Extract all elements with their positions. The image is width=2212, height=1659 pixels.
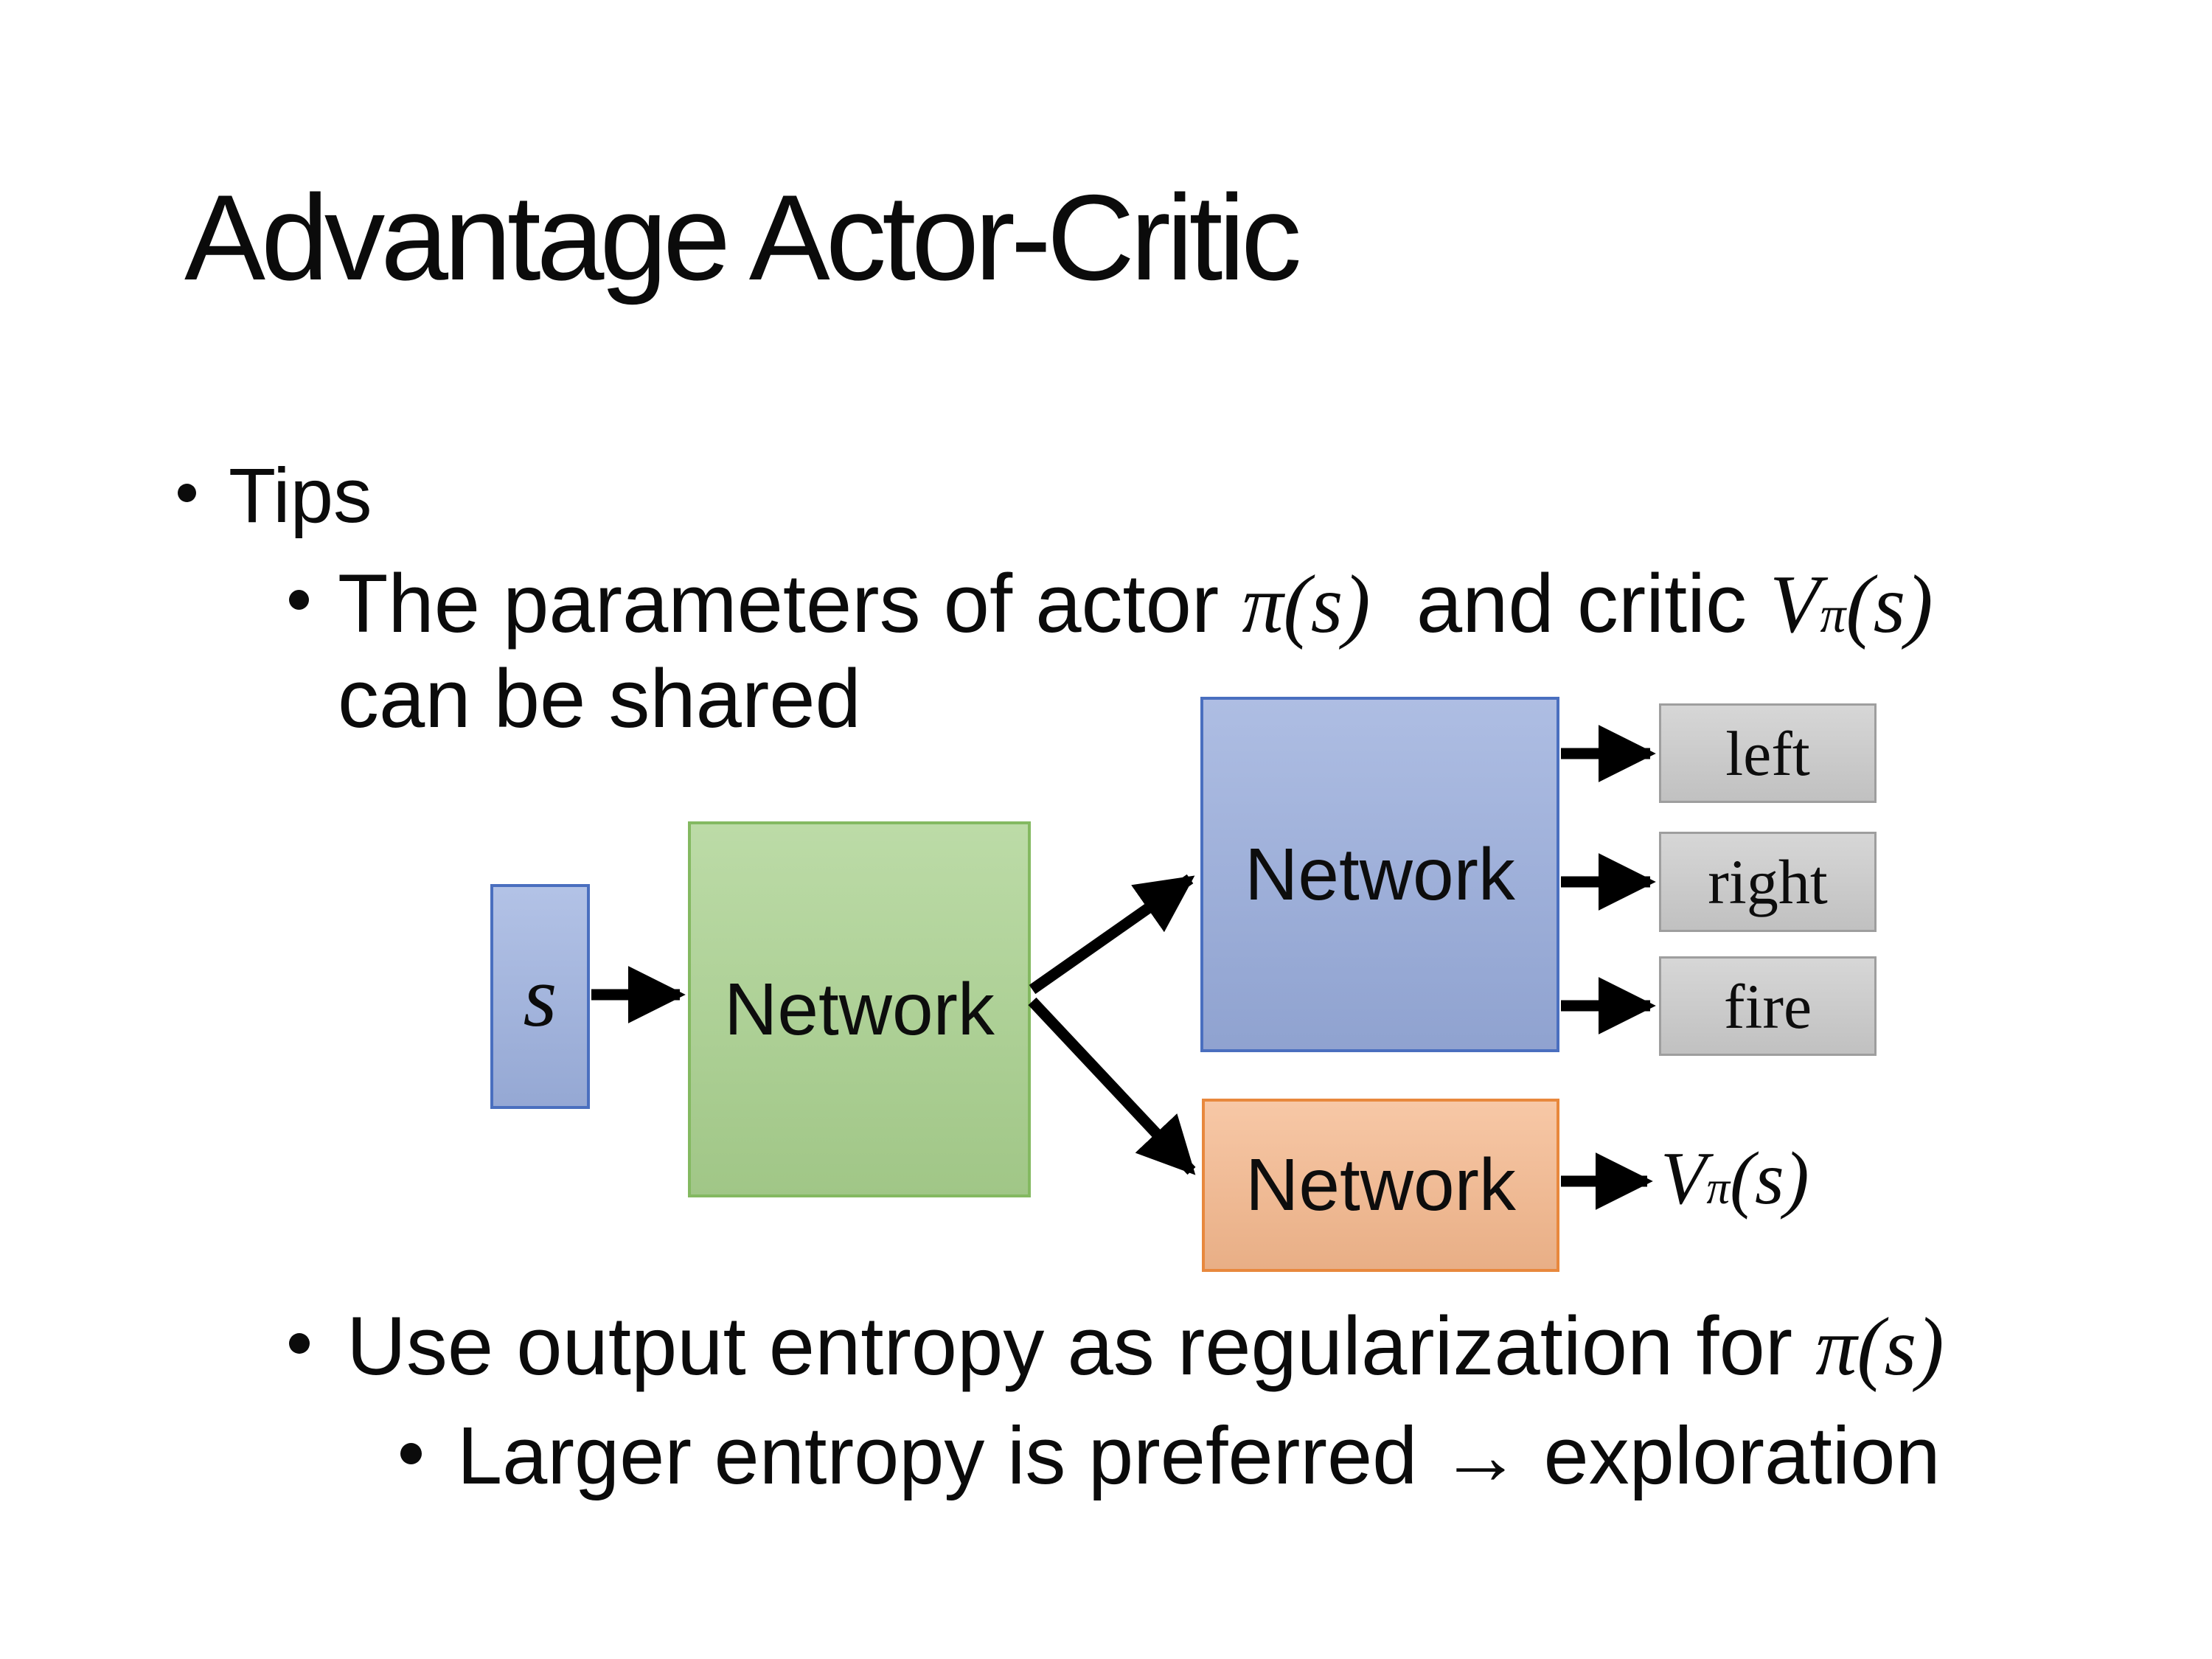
critic-network-label: Network bbox=[1245, 1144, 1516, 1226]
critic-v-math: Vπ(s) bbox=[1770, 559, 1933, 650]
larger-entropy-text: Larger entropy is preferred → exploratio… bbox=[457, 1411, 1941, 1501]
value-output-label: Vπ(s) bbox=[1660, 1141, 1809, 1217]
parameters-text: The parameters of actor bbox=[338, 557, 1242, 650]
output-label-left: left bbox=[1725, 717, 1810, 789]
bullet-icon bbox=[178, 484, 196, 502]
shared-network-label: Network bbox=[724, 967, 995, 1051]
arrow-shared-to-actor bbox=[1029, 874, 1195, 995]
parameters-middle-text: and critic bbox=[1370, 557, 1770, 650]
state-box: s bbox=[490, 884, 590, 1109]
value-args: (s) bbox=[1730, 1137, 1809, 1220]
bullet-parameters-line1: The parameters of actor π(s) and critic … bbox=[289, 563, 1933, 646]
shared-network-box: Network bbox=[688, 821, 1031, 1197]
critic-v-sup: π bbox=[1820, 587, 1846, 644]
output-box-left: left bbox=[1659, 703, 1877, 803]
bullet-parameters-line2: can be shared bbox=[338, 658, 861, 740]
value-sup: π bbox=[1706, 1162, 1730, 1214]
actor-network-box: Network bbox=[1200, 697, 1559, 1052]
actor-network-label: Network bbox=[1245, 832, 1515, 916]
state-label: s bbox=[523, 947, 557, 1045]
can-be-shared-text: can be shared bbox=[338, 653, 861, 745]
entropy-text: Use output entropy as regularization for bbox=[347, 1300, 1816, 1392]
entropy-pi-math: π(s) bbox=[1815, 1301, 1944, 1393]
critic-network-box: Network bbox=[1202, 1099, 1559, 1272]
arrow-shared-to-critic bbox=[1028, 997, 1196, 1175]
bullet-icon bbox=[289, 1333, 310, 1354]
critic-v-args: (s) bbox=[1846, 559, 1933, 650]
critic-v-base: V bbox=[1770, 559, 1820, 650]
value-base: V bbox=[1660, 1137, 1707, 1220]
bullet-icon bbox=[400, 1443, 422, 1464]
actor-pi-math: π(s) bbox=[1242, 559, 1371, 650]
bullet-larger-entropy: Larger entropy is preferred → exploratio… bbox=[400, 1416, 1941, 1497]
bullet-icon bbox=[289, 590, 309, 610]
slide-title: Advantage Actor-Critic bbox=[184, 170, 1302, 305]
bullet-tips: Tips bbox=[178, 457, 372, 535]
output-label-right: right bbox=[1708, 846, 1828, 917]
output-label-fire: fire bbox=[1723, 970, 1812, 1042]
output-box-fire: fire bbox=[1659, 956, 1877, 1056]
output-box-right: right bbox=[1659, 832, 1877, 932]
bullet-entropy: Use output entropy as regularization for… bbox=[289, 1305, 1944, 1388]
bullet-tips-label: Tips bbox=[229, 453, 372, 539]
